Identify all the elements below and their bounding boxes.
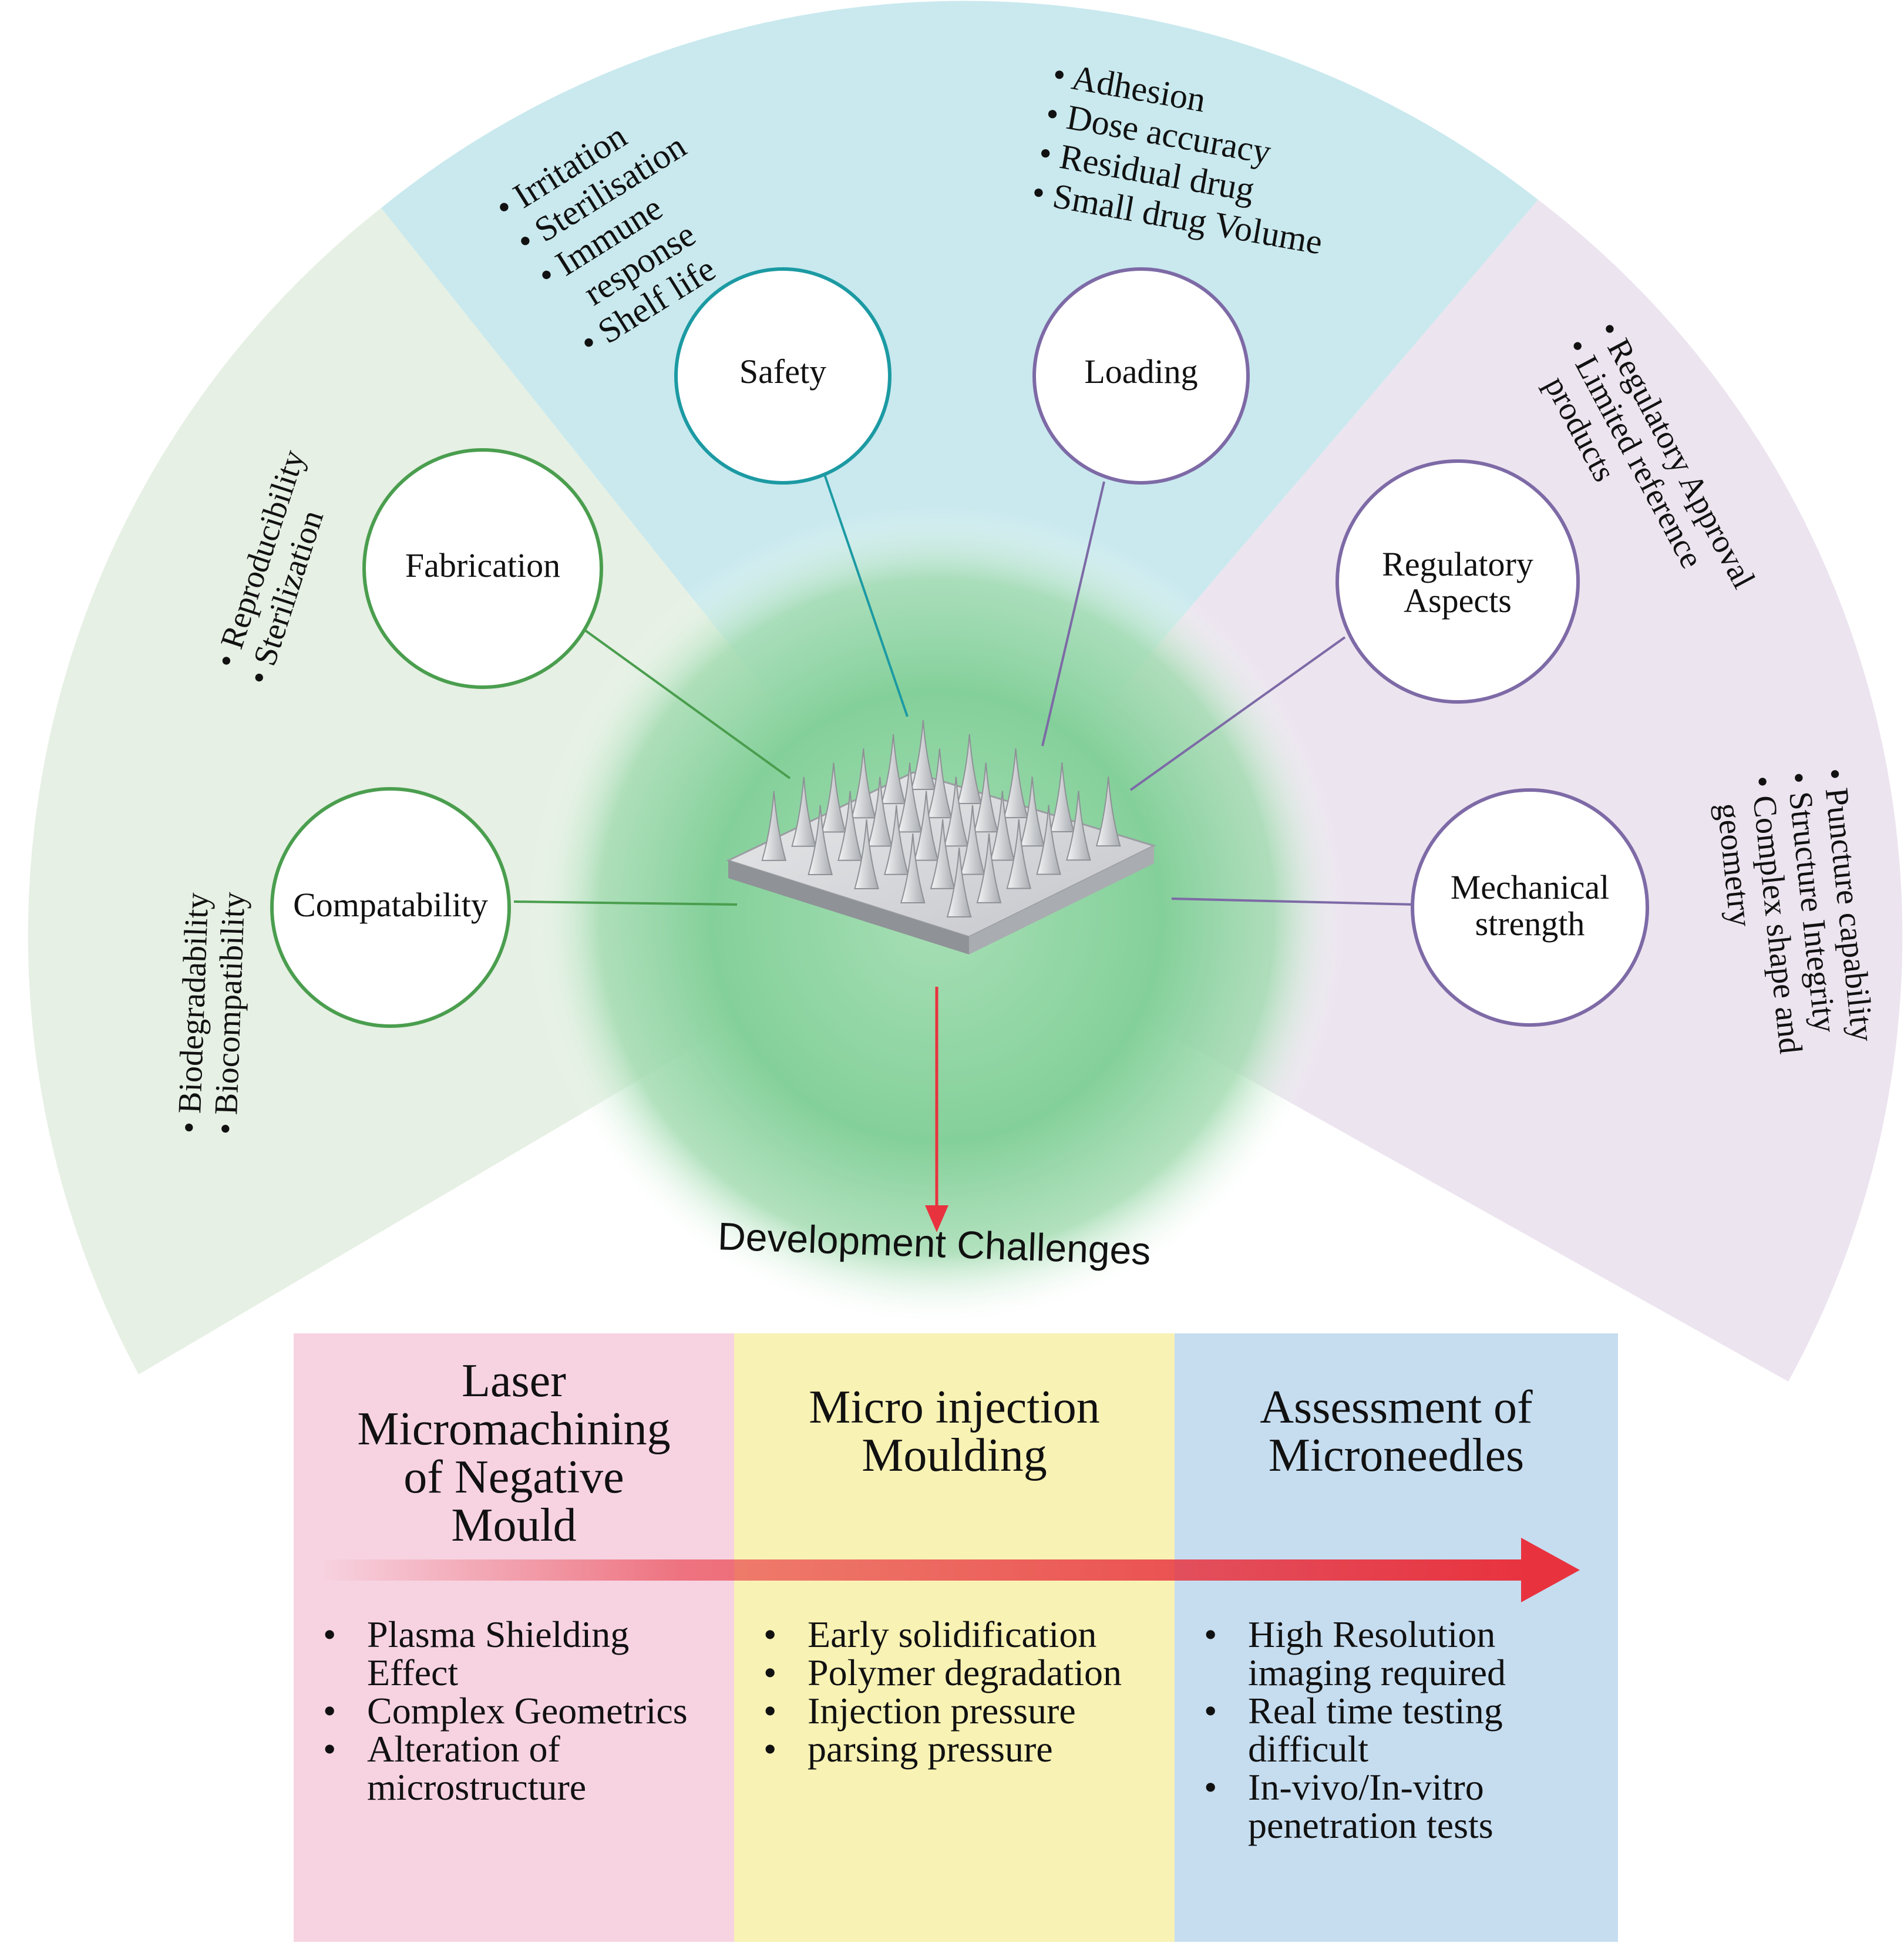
microneedle-spike [837,791,863,861]
microneedle-spike [850,748,876,819]
stage-box-injection: Micro injection Moulding Early solidific… [734,1333,1175,1942]
microneedle-spike [1020,777,1045,847]
list-item: parsing pressure [763,1730,1163,1768]
list-item: Early solidification [763,1615,1163,1653]
stage-title-line: Laser [462,1355,566,1407]
microneedle-patch-illustration [725,720,1157,954]
stage-challenges-list: Plasma Shielding Effect Complex Geometri… [323,1615,722,1806]
stage-title-line: Assessment of [1260,1381,1533,1433]
microneedle-spike [1049,762,1075,833]
compatability-bullet-2: Biocompatibility [208,892,252,1115]
microneedle-spike [946,847,972,918]
microneedle-spike [990,791,1015,861]
regulatory-label-line-2: Aspects [1404,581,1512,620]
microneedle-spike [976,833,1002,903]
compatability-node: Compatability [270,787,511,1028]
microneedle-spike [808,805,833,875]
svg-text:• Biodegradability: • Biodegradability [171,892,216,1134]
list-item: Injection pressure [763,1692,1163,1730]
microneedle-spike [913,791,939,861]
microneedle-spike [761,791,787,861]
stage-title-line: Mould [451,1500,577,1551]
loading-label: Loading [1084,352,1197,391]
fabrication-node: Fabrication [362,448,603,689]
mechanical-node: Mechanical strength [1411,788,1649,1027]
microneedle-spike [1036,805,1061,875]
regulatory-connector [1129,636,1346,791]
microneedle-spike [1066,791,1091,861]
list-item: High Resolution imaging required [1204,1615,1606,1692]
top-sector [381,1,1538,905]
microneedle-spike [867,777,893,847]
stage-title: Laser Micromachining of Negative Mould [294,1357,734,1549]
microneedle-spike [900,833,926,904]
list-item: Complex Geometrics [323,1692,722,1730]
microneedle-spike [897,762,923,833]
compatability-bullet-1: Biodegradability [171,892,216,1114]
stage-box-assessment: Assessment of Microneedles High Resoluti… [1175,1333,1618,1942]
microneedle-spike [960,805,985,875]
microneedle-spike [930,819,956,889]
microneedle-spike [821,762,846,833]
microneedle-spike [927,748,953,819]
mechanical-label-line-2: strength [1475,905,1585,943]
right-sector [937,200,1903,1381]
safety-connector [823,472,909,717]
safety-label: Safety [739,352,826,391]
stage-title-line: Micromachining [357,1403,671,1455]
mechanical-connector [1171,897,1416,906]
list-item: Plasma Shielding Effect [323,1615,722,1692]
microneedle-spike [910,720,936,790]
stage-challenges-list: High Resolution imaging required Real ti… [1204,1615,1606,1844]
microneedle-spike [880,734,906,805]
microneedle-spike [943,777,969,847]
list-item: Polymer degradation [763,1653,1163,1692]
microneedle-spike [1003,748,1028,819]
down-arrow [925,987,948,1232]
microneedle-spike [854,819,879,889]
left-sector [28,208,937,1374]
loading-connector [1041,481,1105,747]
stage-title-line: Microneedles [1268,1430,1525,1481]
stage-title: Micro injection Moulding [734,1383,1175,1480]
list-item: Real time testing difficult [1204,1692,1606,1768]
list-item: Alteration of microstructure [323,1730,722,1806]
fabrication-label: Fabrication [405,546,560,584]
svg-text:• Biocompatibility: • Biocompatibility [207,892,252,1135]
microneedle-spike [791,777,816,847]
stage-title-line: of Negative [403,1451,624,1503]
compatability-label: Compatability [293,886,488,924]
microneedle-spike [883,805,909,875]
compatability-connector [513,900,738,906]
stage-title-line: Micro injection [809,1381,1100,1433]
microneedle-spike [1095,777,1121,847]
regulatory-node: Regulatory Aspects [1336,459,1580,704]
stage-challenges-list: Early solidification Polymer degradation… [763,1615,1163,1768]
loading-node: Loading [1032,267,1250,485]
microneedle-spike [1006,819,1032,889]
regulatory-label-line-1: Regulatory [1382,545,1533,583]
microneedle-spike [957,734,982,804]
safety-node: Safety [674,267,892,485]
mechanical-bullets: • Puncture capability • Structure Integr… [1710,767,1881,1056]
stage-title: Assessment of Microneedles [1175,1383,1618,1480]
list-item: In-vivo/In-vitro penetration tests [1204,1768,1606,1844]
stage-box-laser: Laser Micromachining of Negative Mould P… [294,1333,734,1942]
stage-title-line: Moulding [862,1430,1047,1481]
microneedle-spike [973,762,999,833]
mechanical-label-line-1: Mechanical [1451,868,1610,906]
compatability-bullets: • Biodegradability • Biocompatibility [171,892,252,1135]
fabrication-connector [577,624,791,779]
